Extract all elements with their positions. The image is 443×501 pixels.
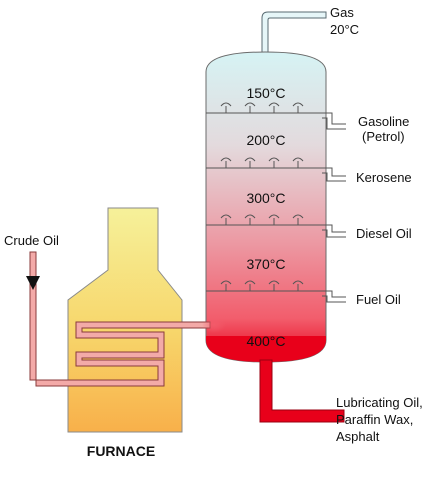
bubble-caps [220, 102, 304, 291]
temp-200: 200°C [246, 132, 285, 148]
furnace-body [67, 207, 183, 433]
diesel-outlet [322, 224, 346, 238]
temp-150: 150°C [246, 85, 285, 101]
lubricating-oil-label: Lubricating Oil, [336, 395, 423, 410]
petrol-label: (Petrol) [362, 129, 405, 144]
asphalt-label: Asphalt [336, 429, 380, 444]
side-outlets [322, 112, 346, 303]
fuel-oil-outlet [322, 290, 346, 303]
furnace-label: FURNACE [87, 443, 155, 459]
gasoline-label: Gasoline [358, 114, 409, 129]
gas-outlet-pipe [261, 11, 327, 57]
kerosene-label: Kerosene [356, 170, 412, 185]
temp-300: 300°C [246, 190, 285, 206]
gasoline-outlet [322, 112, 346, 130]
crude-oil-label: Crude Oil [4, 233, 59, 248]
column-bottom-liquid [206, 336, 326, 362]
kerosene-outlet [322, 167, 346, 182]
temp-400: 400°C [246, 333, 285, 349]
gas-temp-label: 20°C [330, 22, 359, 37]
fuel-oil-label: Fuel Oil [356, 292, 401, 307]
paraffin-wax-label: Paraffin Wax, [336, 412, 413, 427]
diesel-label: Diesel Oil [356, 226, 412, 241]
crude-oil-arrow [26, 276, 40, 290]
residue-pipe [259, 359, 345, 423]
temp-370: 370°C [246, 256, 285, 272]
pipe-entry-glow [202, 317, 226, 333]
gas-label: Gas [330, 5, 354, 20]
